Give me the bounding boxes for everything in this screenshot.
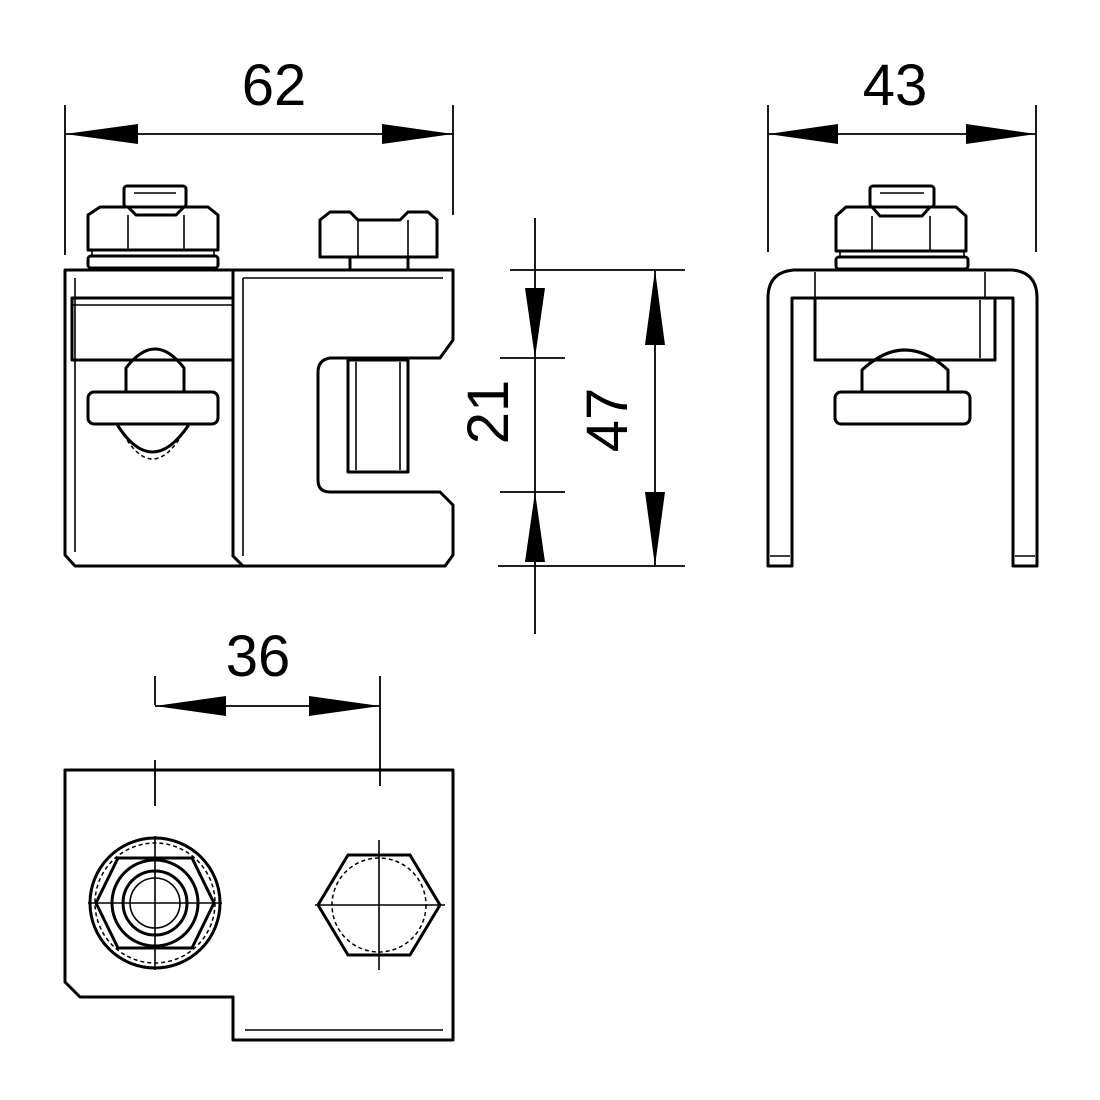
hex-nut-icon [86, 184, 220, 270]
dimension-heights: 21 47 [456, 218, 685, 634]
hex-nut-icon [834, 184, 970, 271]
front-width-label: 62 [242, 53, 307, 118]
total-height-label: 47 [575, 388, 640, 453]
side-view: 43 [766, 53, 1039, 568]
dimension-bolt-spacing: 36 [154, 624, 381, 806]
top-view: 36 [63, 624, 455, 1042]
washer-icon [88, 836, 222, 970]
dimension-side-width: 43 [767, 53, 1037, 252]
front-view: 62 [63, 53, 455, 568]
clamp-body [63, 268, 455, 568]
bolt-spacing-label: 36 [226, 624, 291, 689]
side-width-label: 43 [863, 53, 928, 118]
slot-height-label: 21 [456, 380, 521, 445]
dimension-front-width: 62 [64, 53, 454, 255]
hex-bolt-icon [318, 210, 439, 272]
hex-bolt-icon [315, 840, 445, 970]
